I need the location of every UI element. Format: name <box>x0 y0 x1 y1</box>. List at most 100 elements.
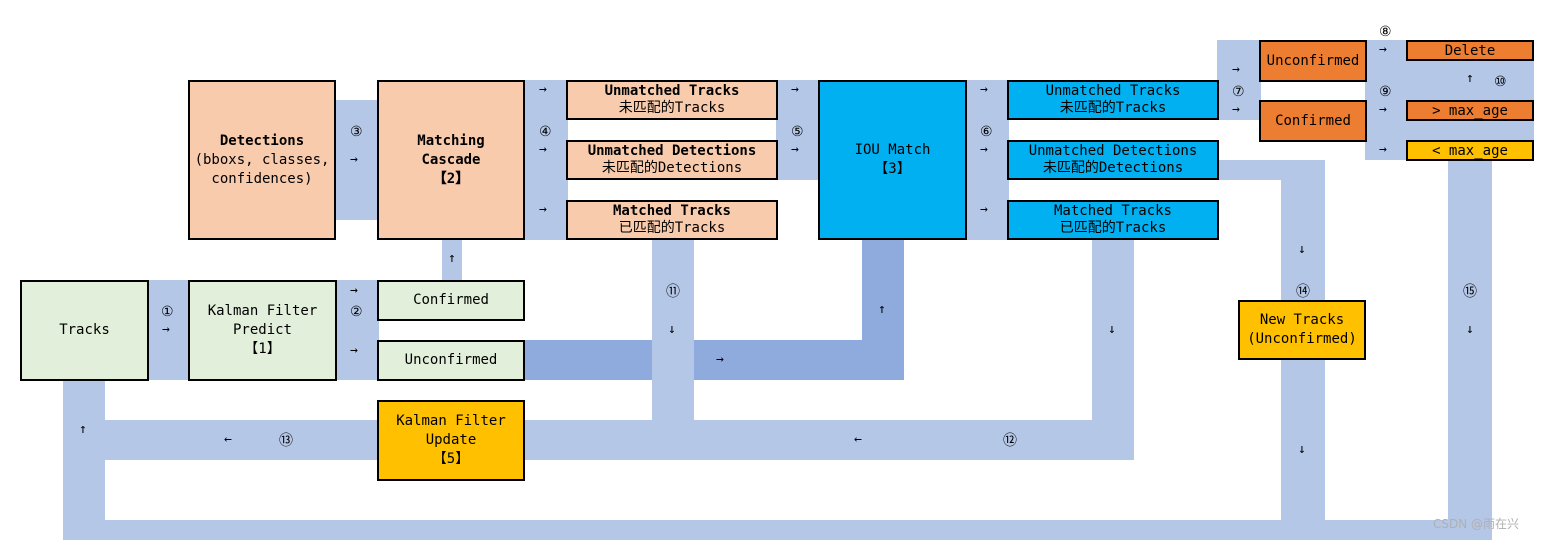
new-tracks-line-2: (Unconfirmed) <box>1247 331 1357 347</box>
delete-box: Delete <box>1406 40 1534 61</box>
step-label-4: ④ <box>539 124 552 140</box>
unmatched-detections-cn-1: 未匹配的Detections <box>601 160 743 176</box>
arrow-right-icon: → <box>539 202 547 217</box>
kalman-update-line-1: Kalman Filter <box>396 413 506 429</box>
arrow-down-icon: ↓ <box>1466 322 1474 337</box>
step-label-12: ⑫ <box>1003 433 1017 449</box>
flow-band <box>63 520 1492 540</box>
kalman-update-box: Kalman Filter Update 【5】 <box>377 400 525 481</box>
confirmed-top-label: Confirmed <box>1275 112 1351 129</box>
arrow-right-icon: → <box>1379 142 1387 157</box>
kalman-predict-line-2: Predict <box>232 322 292 338</box>
matched-tracks-label-2: Matched Tracks <box>1053 203 1172 219</box>
new-tracks-box: New Tracks (Unconfirmed) <box>1238 300 1366 360</box>
matched-tracks-box-2: Matched Tracks 已匹配的Tracks <box>1007 200 1219 240</box>
unmatched-detections-label-2: Unmatched Detections <box>1028 143 1198 159</box>
arrow-right-icon: → <box>350 283 358 298</box>
step-label-3: ③ <box>350 124 363 140</box>
flow-band <box>335 280 379 380</box>
step-label-7: ⑦ <box>1232 84 1245 100</box>
arrow-right-icon: → <box>1379 102 1387 117</box>
unmatched-tracks-cn-1: 未匹配的Tracks <box>618 100 726 116</box>
kalman-predict-box: Kalman Filter Predict 【1】 <box>188 280 337 381</box>
arrow-down-icon: ↓ <box>1298 242 1306 257</box>
kalman-update-line-2: Update <box>425 432 477 448</box>
arrow-right-icon: → <box>539 142 547 157</box>
flow-band-dark <box>524 340 904 380</box>
unmatched-tracks-box-1: Unmatched Tracks 未匹配的Tracks <box>566 80 778 120</box>
detections-subtitle-1: (bboxs, classes, <box>194 151 330 168</box>
step-label-5: ⑤ <box>791 124 804 140</box>
lt-max-age-label: < max_age <box>1432 142 1508 159</box>
arrow-right-icon: → <box>791 82 799 97</box>
flow-band-dark <box>862 238 904 380</box>
tracks-box: Tracks <box>20 280 149 381</box>
gt-max-age-label: > max_age <box>1432 102 1508 119</box>
arrow-right-icon: → <box>1232 102 1240 117</box>
unconfirmed-mid-box: Unconfirmed <box>377 340 525 381</box>
unmatched-tracks-label-2: Unmatched Tracks <box>1045 83 1181 99</box>
arrow-right-icon: → <box>980 202 988 217</box>
arrow-up-icon: ↑ <box>448 251 456 266</box>
matching-cascade-line-1: Matching <box>417 132 485 149</box>
unmatched-tracks-label-1: Unmatched Tracks <box>604 83 740 99</box>
arrow-right-icon: → <box>980 82 988 97</box>
iou-match-line-2: 【3】 <box>874 161 911 177</box>
kalman-predict-line-3: 【1】 <box>244 341 281 357</box>
arrow-right-icon: → <box>1232 62 1240 77</box>
flow-band <box>776 80 820 180</box>
arrow-up-icon: ↑ <box>878 302 886 317</box>
step-label-9: ⑨ <box>1379 84 1392 100</box>
unmatched-detections-box-1: Unmatched Detections 未匹配的Detections <box>566 140 778 180</box>
unconfirmed-top-box: Unconfirmed <box>1259 40 1367 82</box>
matching-cascade-line-2: Cascade <box>421 151 481 168</box>
arrow-right-icon: → <box>350 152 358 167</box>
arrow-left-icon: ← <box>854 432 862 447</box>
unmatched-detections-label-1: Unmatched Detections <box>587 143 757 159</box>
flow-band <box>965 80 1009 240</box>
unconfirmed-top-label: Unconfirmed <box>1266 52 1360 69</box>
step-label-15: ⑮ <box>1463 284 1477 300</box>
flow-band <box>335 100 379 220</box>
confirmed-mid-box: Confirmed <box>377 280 525 321</box>
unmatched-detections-box-2: Unmatched Detections 未匹配的Detections <box>1007 140 1219 180</box>
matching-cascade-line-3: 【2】 <box>432 170 470 187</box>
arrow-down-icon: ↓ <box>1108 322 1116 337</box>
arrow-right-icon: → <box>716 352 724 367</box>
arrow-right-icon: → <box>791 142 799 157</box>
flow-band <box>1365 40 1409 160</box>
new-tracks-line-1: New Tracks <box>1259 312 1345 328</box>
step-label-8: ⑧ <box>1379 24 1392 40</box>
arrow-right-icon: → <box>350 343 358 358</box>
step-label-6: ⑥ <box>980 124 993 140</box>
arrow-left-icon: ← <box>224 432 232 447</box>
arrow-down-icon: ↓ <box>1298 442 1306 457</box>
flow-band <box>524 80 568 240</box>
step-label-10: ⑩ <box>1494 74 1507 90</box>
arrow-down-icon: ↓ <box>668 322 676 337</box>
confirmed-mid-label: Confirmed <box>413 292 489 308</box>
confirmed-top-box: Confirmed <box>1259 100 1367 142</box>
step-label-14: ⑭ <box>1296 284 1310 300</box>
iou-match-box: IOU Match 【3】 <box>818 80 967 240</box>
arrow-right-icon: → <box>1379 42 1387 57</box>
gt-max-age-box: > max_age <box>1406 100 1534 121</box>
flow-band <box>63 378 105 540</box>
arrow-right-icon: → <box>162 322 170 337</box>
flow-band <box>652 238 694 420</box>
matched-tracks-label-1: Matched Tracks <box>612 203 731 219</box>
iou-match-line-1: IOU Match <box>854 142 931 158</box>
watermark: CSDN @雨在兴 <box>1433 517 1520 531</box>
arrow-right-icon: → <box>980 142 988 157</box>
flow-band <box>147 280 191 380</box>
step-label-1: ① <box>161 304 174 320</box>
unmatched-tracks-box-2: Unmatched Tracks 未匹配的Tracks <box>1007 80 1219 120</box>
unconfirmed-mid-label: Unconfirmed <box>404 352 498 368</box>
unmatched-tracks-cn-2: 未匹配的Tracks <box>1059 100 1167 116</box>
arrow-up-icon: ↑ <box>1466 71 1474 86</box>
flow-band <box>105 420 1134 460</box>
kalman-predict-line-1: Kalman Filter <box>207 303 318 319</box>
matched-tracks-cn-2: 已匹配的Tracks <box>1059 220 1167 236</box>
matched-tracks-box-1: Matched Tracks 已匹配的Tracks <box>566 200 778 240</box>
tracks-label: Tracks <box>59 322 110 338</box>
